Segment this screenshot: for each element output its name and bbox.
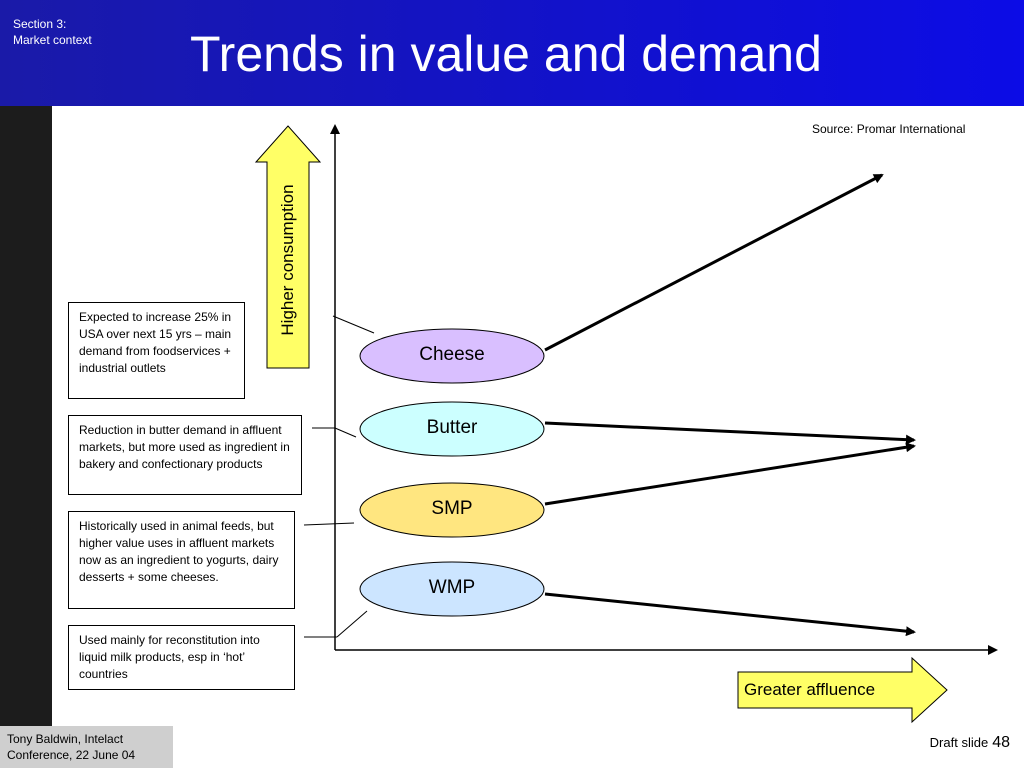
higher-consumption-arrow	[254, 125, 322, 369]
connector-smp	[303, 522, 355, 526]
trend-arrow-butter	[544, 421, 916, 445]
connector-butter-2	[334, 427, 357, 438]
wmp-label: WMP	[428, 577, 476, 598]
footer-author: Tony Baldwin, Intelact Conference, 22 Ju…	[0, 726, 173, 768]
connector-wmp-2	[336, 610, 368, 638]
section-label: Section 3: Market context	[13, 16, 92, 48]
section-line-1: Section 3:	[13, 17, 67, 31]
slide-header: Section 3: Market context Trends in valu…	[0, 0, 1024, 106]
note-cheese: Expected to increase 25% in USA over nex…	[68, 302, 245, 399]
note-butter: Reduction in butter demand in affluent m…	[68, 415, 302, 495]
author-line-1: Tony Baldwin, Intelact	[7, 732, 124, 746]
trend-arrow-smp	[544, 442, 916, 506]
note-wmp: Used mainly for reconstitution into liqu…	[68, 625, 295, 690]
side-bar	[0, 106, 52, 726]
butter-label: Butter	[426, 417, 478, 438]
cheese-ellipse	[359, 328, 545, 384]
slide-title: Trends in value and demand	[190, 26, 822, 82]
smp-ellipse	[359, 482, 545, 538]
slide-label: Draft slide	[929, 735, 989, 750]
smp-label: SMP	[431, 498, 473, 519]
greater-affluence-arrow	[737, 656, 948, 724]
author-line-2: Conference, 22 June 04	[7, 748, 136, 762]
butter-ellipse	[359, 401, 545, 457]
section-line-2: Market context	[13, 33, 92, 47]
x-axis-label: Greater affluence	[744, 680, 876, 699]
y-axis-label: Higher consumption	[278, 184, 297, 336]
cheese-label: Cheese	[419, 344, 485, 365]
trend-arrow-cheese	[544, 173, 884, 352]
slide-number: 48	[992, 734, 1010, 751]
connector-cheese	[332, 315, 375, 334]
source-note: Source: Promar International	[812, 122, 966, 136]
note-smp: Historically used in animal feeds, but h…	[68, 511, 295, 609]
wmp-ellipse	[359, 561, 545, 617]
trend-arrow-wmp	[544, 592, 916, 637]
